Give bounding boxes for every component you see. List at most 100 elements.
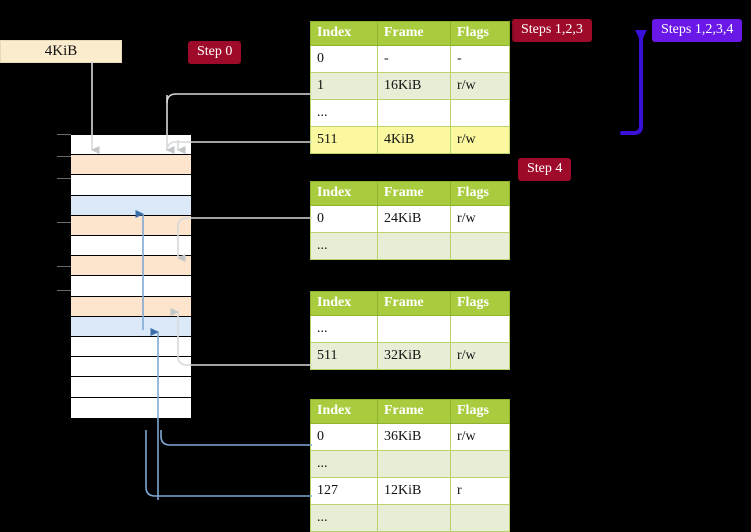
column-header-flags: Flags [450,21,510,46]
column-header-frame: Frame [377,21,451,46]
steps-123-badge: Steps 1,2,3 [512,19,592,42]
cell-index: 0 [310,45,378,73]
memory-frame-row[interactable] [71,337,191,358]
memory-frame-row[interactable] [71,316,191,338]
cell-index: 0 [310,423,378,451]
memory-frame-row[interactable] [71,215,191,237]
column-header-flags: Flags [450,291,510,316]
table-row[interactable]: ... [310,232,510,260]
cell-index: ... [310,450,378,478]
memory-frame-row[interactable] [71,276,191,297]
cell-frame: 32KiB [377,342,451,370]
column-header-frame: Frame [377,181,451,206]
cell-index: ... [310,504,378,532]
memory-frame-row[interactable] [71,397,191,418]
cell-flags: r/w [450,72,510,100]
column-header-flags: Flags [450,399,510,424]
cell-frame [377,315,451,343]
cell-flags: r/w [450,423,510,451]
memory-frame-row[interactable] [71,256,191,277]
column-header-index: Index [310,399,378,424]
frame-size-box: 4KiB [0,40,122,63]
cell-frame: 12KiB [377,477,451,505]
connector-table3-row127 [145,430,312,497]
cell-index: ... [310,315,378,343]
connector-table1-to-memory [177,217,312,262]
cell-frame: 16KiB [377,72,451,100]
table-row[interactable]: ... [310,504,510,532]
physical-memory-column [70,134,192,419]
cell-index: 511 [310,342,378,370]
steps-123-label: Steps 1,2,3 [521,22,583,37]
cell-flags: r/w [450,342,510,370]
column-header-index: Index [310,181,378,206]
column-header-index: Index [310,291,378,316]
cell-flags [450,450,510,478]
table-row[interactable]: 0-- [310,45,510,73]
memory-tick [57,134,71,135]
cell-index: 1 [310,72,378,100]
column-header-frame: Frame [377,399,451,424]
memory-tick [57,266,71,267]
cell-frame [377,99,451,127]
cell-frame: 4KiB [377,126,451,154]
memory-frame-row[interactable] [71,296,191,317]
table-row[interactable]: ... [310,99,510,127]
cell-frame [377,450,451,478]
cell-frame: 36KiB [377,423,451,451]
memory-frame-row[interactable] [71,155,191,176]
memory-frame-row[interactable] [71,236,191,257]
table-row[interactable]: ... [310,450,510,478]
memory-frame-row[interactable] [71,195,191,216]
memory-tick [57,156,71,157]
table-row[interactable]: ... [310,315,510,343]
cell-flags: - [450,45,510,73]
memory-tick [57,222,71,223]
step-0-badge: Step 0 [188,41,242,64]
cell-frame [377,232,451,260]
step-4-badge: Step 4 [518,158,572,181]
cell-index: ... [310,232,378,260]
connector-table3-row0 [160,430,312,446]
cell-index: 0 [310,205,378,233]
cell-flags: r/w [450,205,510,233]
cell-flags [450,504,510,532]
memory-frame-row[interactable] [71,135,191,156]
memory-tick [57,290,71,291]
step-0-label: Step 0 [197,44,233,59]
cell-frame [377,504,451,532]
memory-frame-row[interactable] [71,377,191,398]
steps-bracket-arrow [620,30,647,135]
memory-frame-row[interactable] [71,175,191,196]
column-header-frame: Frame [377,291,451,316]
memory-tick [57,178,71,179]
cell-index: 127 [310,477,378,505]
cell-index: ... [310,99,378,127]
cell-flags [450,99,510,127]
cell-flags: r/w [450,126,510,154]
cell-flags: r [450,477,510,505]
frame-size-label: 4KiB [44,43,78,59]
steps-1234-badge: Steps 1,2,3,4 [652,19,743,42]
memory-frame-row[interactable] [71,357,191,378]
cell-flags [450,232,510,260]
steps-1234-label: Steps 1,2,3,4 [661,22,734,37]
column-header-flags: Flags [450,181,510,206]
cell-flags [450,315,510,343]
cell-frame: - [377,45,451,73]
column-header-index: Index [310,21,378,46]
